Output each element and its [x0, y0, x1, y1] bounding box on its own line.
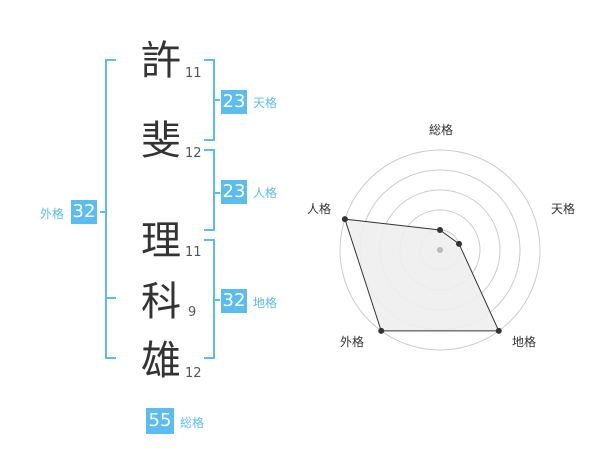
- name-char-1: 許: [141, 38, 181, 84]
- radar-label-jin: 人格: [307, 201, 331, 216]
- ten-label: 天格: [253, 96, 278, 110]
- radar-shape: [344, 218, 500, 332]
- jin-bracket: [204, 149, 215, 231]
- radar-center-dot: [437, 247, 443, 253]
- chi-value-box: 32: [221, 289, 247, 313]
- name-char-3: 理: [141, 218, 181, 264]
- name-char-4: 科: [141, 279, 181, 325]
- radar-label-chi: 地格: [512, 334, 536, 349]
- stroke-count-3: 11: [185, 245, 202, 260]
- radar-label-sou: 総格: [429, 122, 453, 137]
- radar-points: [341, 216, 502, 334]
- radar-point-5: [341, 216, 348, 223]
- gai-bracket: [105, 59, 116, 359]
- radar-point-2: [456, 240, 463, 247]
- sou-value-box: 55: [146, 408, 174, 434]
- jin-value-box: 23: [221, 180, 247, 204]
- name-char-5: 雄: [141, 338, 181, 384]
- radar-point-4: [378, 327, 385, 334]
- radar-ring: [339, 149, 541, 351]
- name-char-2: 斐: [141, 118, 181, 164]
- stroke-count-2: 12: [185, 146, 202, 161]
- stroke-count-5: 12: [185, 366, 202, 381]
- gai-label: 外格: [40, 207, 65, 221]
- radar-point-3: [495, 327, 502, 334]
- radar-label-ten: 天格: [551, 201, 575, 216]
- gai-value-box: 32: [71, 200, 97, 224]
- stroke-count-1: 11: [185, 66, 202, 81]
- radar-point-1: [437, 227, 443, 233]
- ten-value-box: 23: [221, 90, 247, 114]
- stroke-count-4: 9: [188, 305, 197, 320]
- radar-label-gai: 外格: [340, 334, 364, 349]
- chi-label: 地格: [253, 296, 278, 310]
- sou-label: 総格: [180, 416, 205, 430]
- jin-label: 人格: [253, 186, 278, 200]
